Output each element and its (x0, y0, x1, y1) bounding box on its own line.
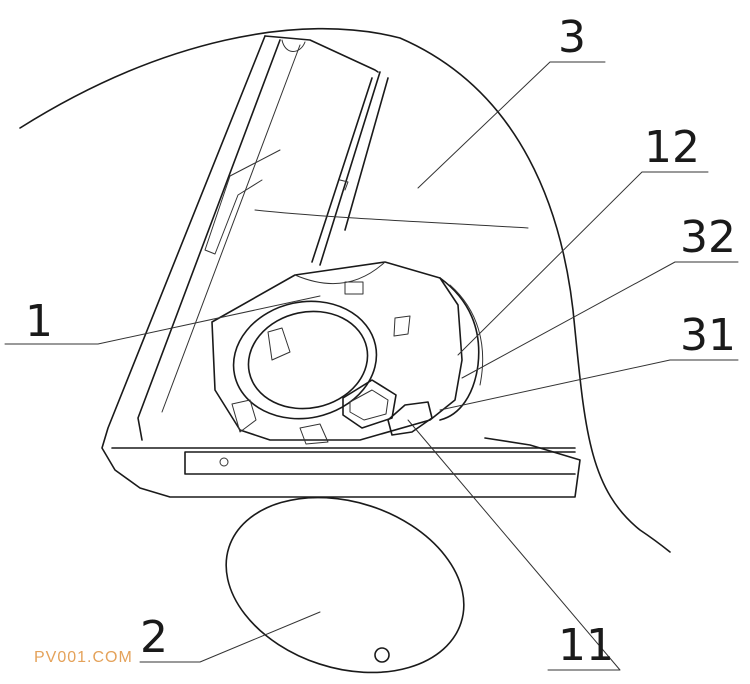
leader-3 (417, 61, 606, 189)
housing-outer-curve (19, 27, 671, 553)
body-contour (254, 209, 529, 229)
label-31: 31 (680, 310, 736, 361)
panel-top-edge (264, 35, 379, 73)
holder-inner-detail (267, 327, 291, 361)
rail (311, 71, 389, 266)
clip-lower-mid (299, 423, 329, 445)
holder-rim-2 (449, 284, 484, 386)
clip-lower-left (231, 399, 257, 433)
label-11: 11 (558, 620, 614, 671)
tray-lower (111, 447, 576, 475)
leader-12 (457, 171, 709, 356)
panel-step (204, 149, 281, 255)
lid-disc (225, 496, 465, 674)
panel-inner-edge-2 (161, 44, 301, 413)
panel-inner-edge (137, 39, 281, 441)
leader-11 (407, 419, 621, 671)
holder-rim (439, 277, 480, 421)
label-2: 2 (140, 612, 168, 663)
lid-hole (374, 647, 390, 663)
latch-button-face (349, 389, 389, 421)
leader-2 (139, 611, 321, 663)
rail-notch (339, 179, 349, 191)
panel-top-slot (281, 39, 306, 52)
latch-button (342, 379, 397, 429)
holder-window-top (344, 281, 364, 295)
label-32: 32 (680, 212, 736, 263)
leader-1 (4, 295, 321, 345)
holder-top-face (294, 261, 386, 285)
leader-31 (439, 359, 739, 411)
holder-body (211, 261, 463, 441)
watermark: PV001.COM (34, 649, 133, 666)
holder-window-right (393, 315, 411, 337)
holder-ring-outer (232, 300, 378, 420)
label-12: 12 (644, 122, 700, 173)
tray-hole (219, 457, 229, 467)
clip-right (387, 401, 433, 436)
holder-ring-inner (247, 310, 369, 410)
leader-32 (461, 261, 739, 379)
panel-frame (101, 35, 581, 498)
label-3: 3 (558, 12, 586, 63)
label-1: 1 (25, 296, 53, 347)
